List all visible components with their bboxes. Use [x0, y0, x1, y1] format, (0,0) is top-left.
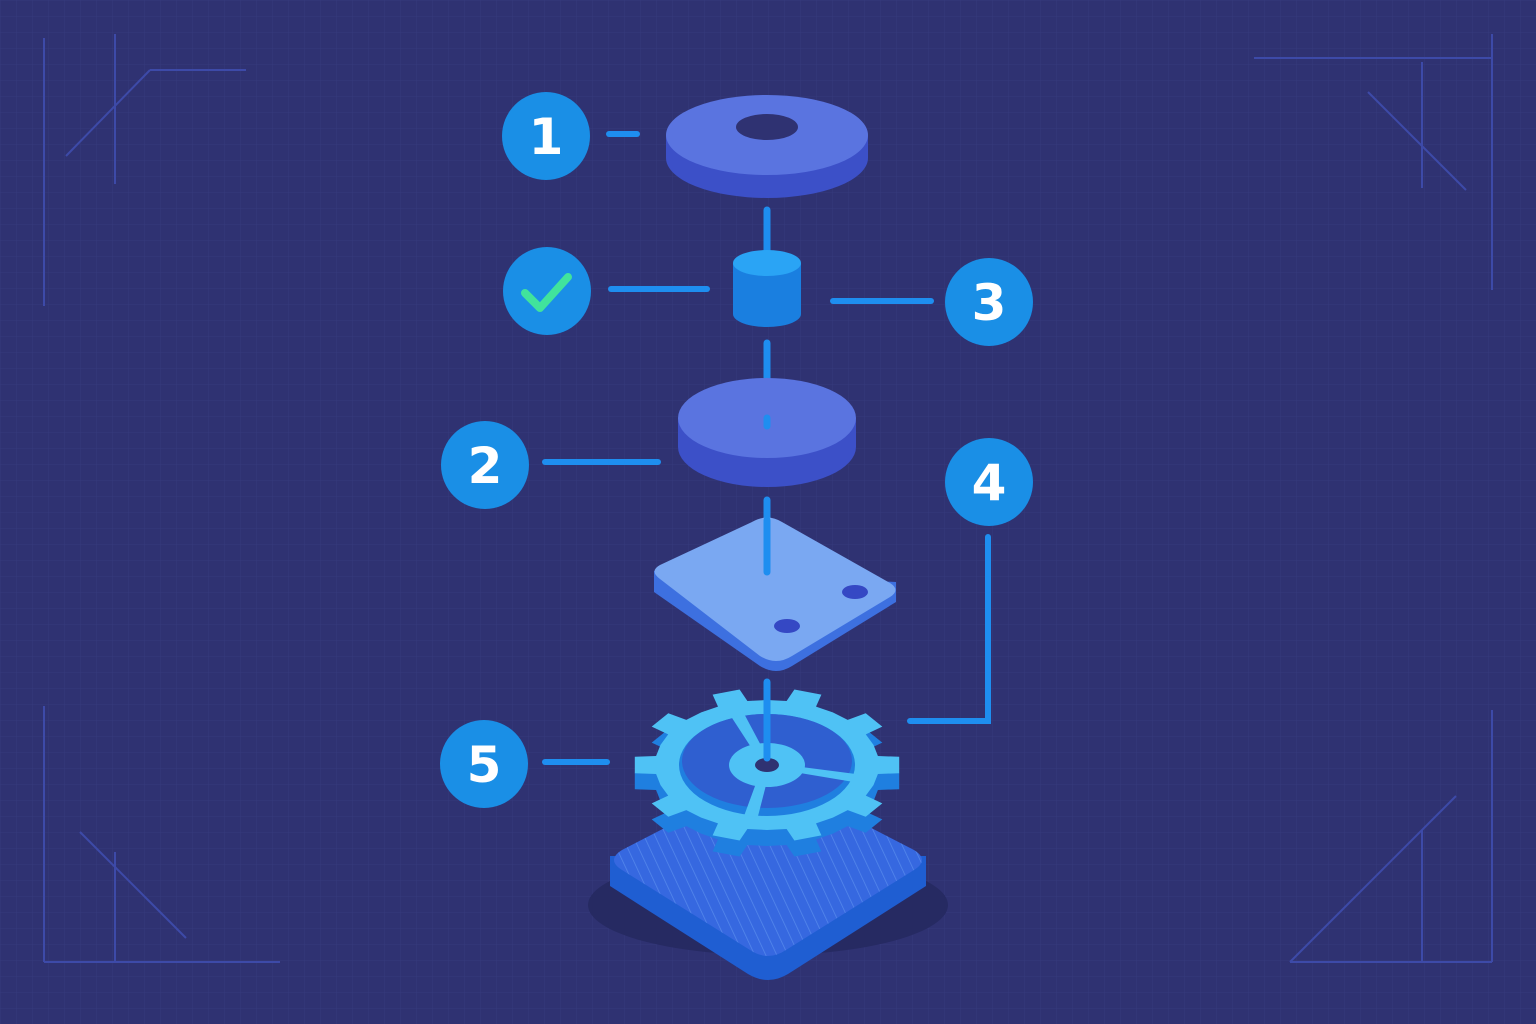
corner-decoration-bottom-left: [43, 706, 280, 963]
callout-badge-check: [503, 247, 591, 335]
part-solid-disc: [678, 378, 856, 487]
callout-badge-4: 4: [945, 438, 1033, 526]
callout-badge-1: 1: [502, 92, 590, 180]
leader-line-4: [907, 534, 991, 724]
part-gear: [634, 689, 900, 857]
gear-spoke-3: [744, 776, 768, 817]
svg-text:2: 2: [468, 437, 503, 495]
corner-decoration-top-left: [43, 34, 246, 306]
leader-lines: [542, 131, 991, 765]
corner-decoration-bottom-right: [1289, 710, 1493, 963]
callout-badge-2: 2: [441, 421, 529, 509]
callout-badge-3: 3: [945, 258, 1033, 346]
part-mounting-plate: [654, 517, 896, 671]
gear-hub-hole: [755, 758, 779, 772]
part-washer-ring: [666, 95, 868, 198]
svg-text:3: 3: [972, 274, 1007, 332]
svg-text:5: 5: [467, 736, 502, 794]
svg-text:4: 4: [972, 454, 1007, 512]
part-cylinder-spacer: [733, 250, 801, 327]
callout-badge-5: 5: [440, 720, 528, 808]
corner-decoration-top-right: [1254, 34, 1493, 290]
check-icon: [521, 273, 572, 312]
svg-text:1: 1: [529, 108, 564, 166]
